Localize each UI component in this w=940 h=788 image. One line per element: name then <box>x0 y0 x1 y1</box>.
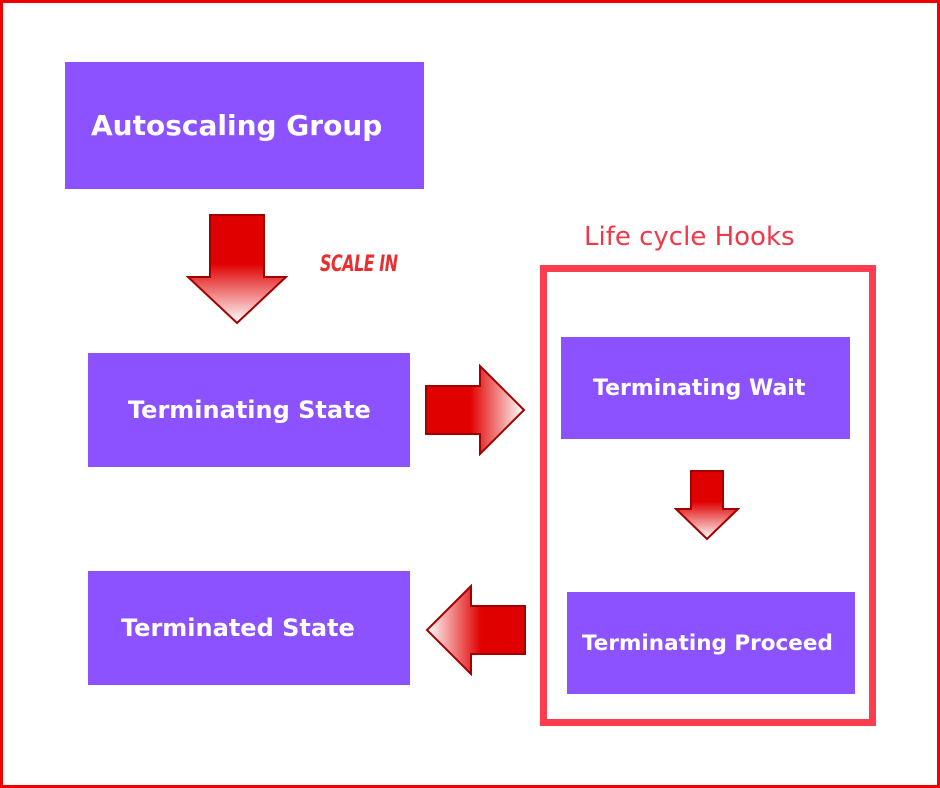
terminating-wait-box: Terminating Wait <box>561 337 850 439</box>
right-arrow-icon <box>425 364 526 456</box>
lifecycle-hooks-frame <box>540 265 876 726</box>
terminating-proceed-box: Terminating Proceed <box>567 592 855 694</box>
wait-to-proceed-down-arrow-icon <box>674 470 740 541</box>
scale-in-down-arrow-icon <box>186 214 288 325</box>
autoscaling-group-label: Autoscaling Group <box>91 109 383 142</box>
lifecycle-hooks-title: Life cycle Hooks <box>584 222 795 252</box>
autoscaling-group-box: Autoscaling Group <box>65 62 424 189</box>
terminating-state-box: Terminating State <box>88 353 410 467</box>
scale-in-label: SCALE IN <box>320 252 398 277</box>
terminated-state-box: Terminated State <box>88 571 410 685</box>
terminated-state-label: Terminated State <box>121 614 355 642</box>
terminating-state-label: Terminating State <box>128 396 371 424</box>
left-arrow-icon <box>425 584 526 676</box>
terminating-wait-label: Terminating Wait <box>593 375 806 401</box>
terminating-proceed-label: Terminating Proceed <box>582 630 833 656</box>
